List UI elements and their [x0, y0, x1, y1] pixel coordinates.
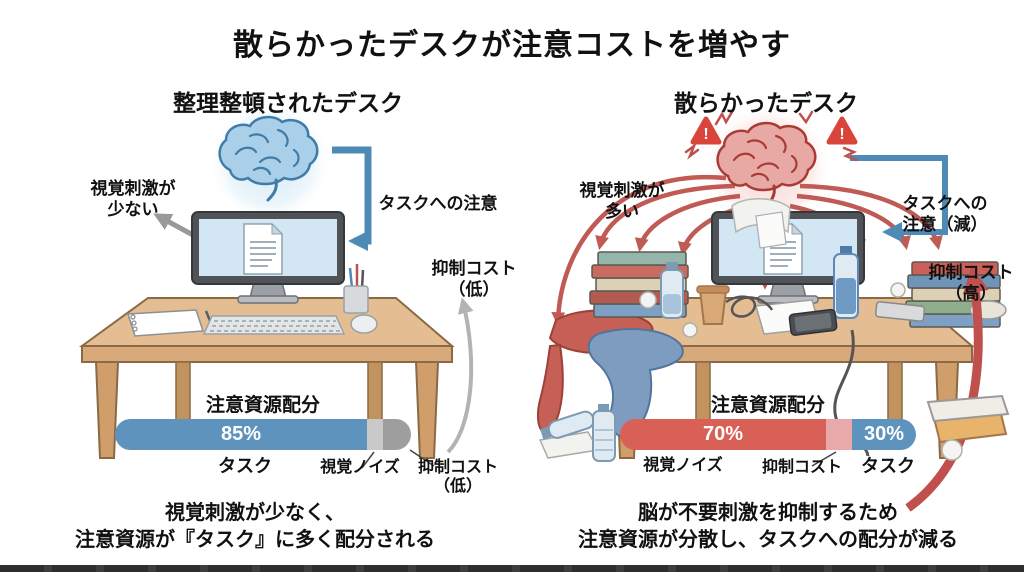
messy-panel-header: 散らかったデスク [674, 90, 858, 116]
tidy-inhibit-label: 抑制コスト （低） [406, 458, 510, 496]
tidy-task-label: タスク [218, 456, 272, 476]
tall-bottle [833, 246, 859, 319]
monitor-tidy [191, 211, 345, 304]
tidy-bar-task-segment: 85% [115, 419, 367, 450]
warning-mark: ! [703, 126, 708, 143]
messy-bar-task-segment: 30% [852, 419, 916, 450]
inhibit-high-line2: （高） [945, 284, 997, 304]
inhibit-low-curve-arrow [446, 297, 474, 454]
high-stimuli-line2: 多い [605, 202, 639, 222]
coffee-cup [696, 285, 730, 325]
mouse [350, 314, 378, 334]
tidy-noise-label: 視覚ノイズ [320, 459, 400, 476]
messy-caption-line1: 脳が不要刺激を抑制するため [638, 502, 898, 524]
gadget-hdd [874, 301, 926, 322]
tidy-inhibit-line1: 抑制コスト [417, 459, 498, 476]
inhibit-high-line1: 抑制コスト [928, 263, 1014, 282]
page-title: 散らかったデスクが注意コストを増やす [233, 29, 791, 62]
messy-task-pct: 30% [863, 423, 905, 445]
messy-caption: 脳が不要刺激を抑制するため 注意資源が分散し、タスクへの配分が減る [528, 500, 1008, 554]
high-stimuli-line1: 視覚刺激が [579, 181, 665, 200]
tidy-bar-inhibit-segment [383, 419, 411, 450]
messy-bar-inhibit-segment [826, 419, 852, 450]
keyboard [202, 315, 346, 335]
tidy-task-pct: 85% [220, 423, 262, 445]
tidy-inhibit-line2: （低） [433, 478, 482, 496]
warning-mark: ! [839, 126, 844, 143]
pen-cup [343, 264, 369, 314]
tidy-caption-line2: 注意資源が『タスク』に多く配分される [75, 529, 435, 551]
low-stimuli-label: 視覚刺激が 少ない [58, 178, 208, 221]
messy-noise-pct: 70% [702, 423, 744, 445]
food-tray [926, 394, 1010, 461]
stress-sparks [684, 110, 858, 162]
high-stimuli-label: 視覚刺激が 多い [552, 180, 692, 223]
reduced-attention-line1: タスクへの [902, 194, 988, 213]
inhibit-high-label: 抑制コスト （高） [918, 262, 1024, 305]
reduced-attention-line2: 注意（減） [902, 215, 988, 235]
crumpled-paper [639, 282, 906, 338]
inhibit-connector [409, 449, 435, 467]
inhibit-low-line1: 抑制コスト [431, 259, 517, 278]
messy-attention-bar: 70% 30% [620, 419, 916, 450]
warning-icon: ! [690, 116, 722, 145]
tidy-bar-noise-segment [367, 419, 383, 450]
messy-caption-line2: 注意資源が分散し、タスクへの配分が減る [578, 529, 958, 551]
water-bottle [660, 262, 684, 319]
task-attention-arrow [332, 146, 372, 251]
messy-task-label: タスク [861, 456, 915, 476]
low-stimuli-line2: 少ない [107, 200, 159, 220]
tidy-attention-bar: 85% [115, 419, 411, 450]
inhibit-low-label: 抑制コスト （低） [418, 258, 530, 301]
warning-icon: ! [826, 116, 858, 145]
tidy-caption-line1: 視覚刺激が少なく、 [165, 502, 345, 524]
inhibit-connector-right [811, 451, 837, 467]
reduced-attention-label: タスクへの 注意（減） [878, 193, 1012, 236]
clothes-pile [536, 309, 684, 438]
messy-inhibit-label: 抑制コスト [761, 459, 842, 476]
noise-connector [361, 451, 375, 469]
loose-paper [755, 211, 787, 249]
tidy-caption: 視覚刺激が少なく、 注意資源が『タスク』に多く配分される [15, 500, 495, 554]
messy-bar-title: 注意資源配分 [710, 395, 825, 416]
brain-icon-blue [218, 115, 319, 202]
task-attention-label: タスクへの注意 [378, 194, 498, 213]
earphones-cable [725, 295, 774, 318]
tidy-panel-header: 整理整頓されたデスク [173, 90, 403, 116]
messy-noise-label: 視覚ノイズ [643, 457, 723, 474]
messy-bar-noise-segment: 70% [620, 419, 826, 450]
tidy-bar-title: 注意資源配分 [205, 395, 320, 416]
bottom-edge-strip [0, 565, 1024, 572]
floor-bottles [538, 404, 616, 462]
smartphone [788, 308, 838, 336]
tidy-desk-illustration [81, 100, 474, 469]
reduced-task-attention-arrow [850, 155, 948, 242]
inhibit-low-line2: （低） [448, 280, 500, 300]
low-stimuli-line1: 視覚刺激が [90, 179, 176, 198]
